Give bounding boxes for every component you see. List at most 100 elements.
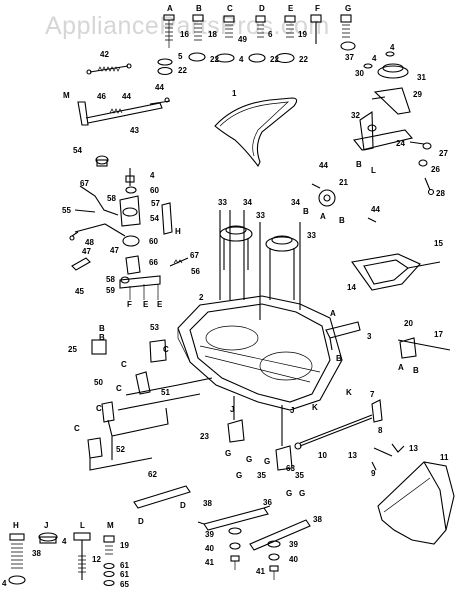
- ref-c-1: C: [163, 345, 169, 354]
- callout-22c: 22: [270, 55, 279, 64]
- blade-hardware-right: 39 40 41: [256, 540, 298, 580]
- ref-c-3: C: [116, 384, 122, 393]
- callout-29: 29: [413, 90, 422, 99]
- callout-26: 26: [431, 165, 440, 174]
- ref-b-3: B: [339, 216, 345, 225]
- callout-36: 36: [263, 498, 272, 507]
- callout-4b: 4: [390, 43, 395, 52]
- callout-22b: 22: [210, 55, 219, 64]
- callout-28: 28: [436, 189, 445, 198]
- hardware-letter-c: C: [227, 4, 233, 13]
- ref-l-1: L: [371, 166, 376, 175]
- ref-c-5: C: [74, 424, 80, 433]
- nut-22: [157, 66, 173, 76]
- callout-55: 55: [62, 206, 71, 215]
- ref-g-5: G: [286, 489, 292, 498]
- rear-bracket-14: 15 14: [347, 239, 443, 292]
- callout-48: 48: [85, 238, 94, 247]
- legend-letter-h: H: [13, 521, 19, 530]
- callout-19: 19: [298, 30, 307, 39]
- blade-right-38: 38: [249, 515, 322, 551]
- callout-12: 12: [92, 555, 101, 564]
- callout-43: 43: [130, 126, 139, 135]
- callout-4c: 4: [372, 54, 377, 63]
- lift-rod-17: 20 17 A B: [397, 319, 451, 375]
- right-rod-hardware: 10 63 7 8 13 13 9: [286, 390, 418, 478]
- callout-38a: 38: [203, 499, 212, 508]
- spindle-assembly-right: 33 34 33: [256, 198, 316, 320]
- bolt-e: [284, 15, 296, 38]
- hardware-letter-f: F: [315, 4, 320, 13]
- hardware-letter-g: G: [345, 4, 351, 13]
- idler-bracket-assembly: 4 4 30 31 29 32 24 27 26 28 B L: [351, 43, 448, 198]
- callout-44b: 44: [155, 83, 164, 92]
- nut-37: [340, 41, 356, 51]
- callout-13b: 13: [409, 444, 418, 453]
- callout-5: 5: [178, 52, 183, 61]
- callout-44d: 44: [371, 205, 380, 214]
- callout-4f: 4: [62, 537, 67, 546]
- callout-58b: 58: [106, 275, 115, 284]
- callout-46: 46: [97, 92, 106, 101]
- callout-54a: 54: [73, 146, 82, 155]
- callout-38b: 38: [313, 515, 322, 524]
- left-bracket-set: B B 25 53 C C 51 50 C C C 52: [68, 323, 213, 471]
- callout-11: 11: [440, 453, 449, 462]
- callout-39a: 39: [205, 530, 214, 539]
- ref-a-2: A: [330, 309, 336, 318]
- ref-e-2: E: [157, 300, 163, 309]
- hardware-row: A B C D E F G: [157, 4, 356, 76]
- ref-g-4: G: [264, 457, 270, 466]
- callout-1: 1: [232, 89, 237, 98]
- blade-hardware-left: 39 40 41: [205, 527, 242, 570]
- callout-65: 65: [120, 580, 129, 589]
- callout-38c: 38: [32, 549, 41, 558]
- callout-40b: 40: [289, 555, 298, 564]
- callout-19b: 19: [120, 541, 129, 550]
- callout-53: 53: [150, 323, 159, 332]
- mower-deck-housing-2: 2 J J K K: [177, 293, 352, 415]
- ref-b-5: B: [413, 366, 419, 375]
- ref-d-2: D: [180, 501, 186, 510]
- callout-2: 2: [199, 293, 204, 302]
- callout-22a: 22: [178, 66, 187, 75]
- callout-8: 8: [378, 426, 383, 435]
- ref-k-1: K: [312, 403, 318, 412]
- callout-27: 27: [439, 149, 448, 158]
- bottom-hardware-legend: H 38 4 J 4 L 12 M 19 61 61 65: [2, 521, 129, 589]
- callout-4d: 4: [150, 171, 155, 180]
- callout-4e: 4: [2, 579, 7, 588]
- callout-23: 23: [200, 432, 209, 441]
- legend-letter-m: M: [107, 521, 114, 530]
- callout-3: 3: [367, 332, 372, 341]
- ref-b-7: B: [99, 333, 105, 342]
- callout-37: 37: [345, 53, 354, 62]
- ref-g-1: G: [225, 449, 231, 458]
- ref-b-4: B: [336, 354, 342, 363]
- callout-25: 25: [68, 345, 77, 354]
- callout-45: 45: [75, 287, 84, 296]
- ref-c-2: C: [121, 360, 127, 369]
- callout-30: 30: [355, 69, 364, 78]
- ref-j-2: J: [290, 406, 294, 415]
- legend-letter-l: L: [80, 521, 85, 530]
- ref-k-2: K: [346, 388, 352, 397]
- callout-56: 56: [191, 267, 200, 276]
- callout-17: 17: [434, 330, 443, 339]
- blade-left-38: 38: [197, 499, 271, 531]
- callout-14: 14: [347, 283, 356, 292]
- callout-60b: 60: [149, 237, 158, 246]
- hardware-letter-e: E: [288, 4, 294, 13]
- discharge-chute-11: 11: [377, 453, 455, 545]
- idler-pulley-21: 44 21 B A B 44: [303, 161, 380, 225]
- nut-c: [215, 53, 235, 63]
- baffle-62: 62 D D: [133, 470, 191, 526]
- callout-31: 31: [417, 73, 426, 82]
- callout-49: 49: [238, 35, 247, 44]
- callout-62: 62: [148, 470, 157, 479]
- callout-58a: 58: [107, 194, 116, 203]
- callout-50: 50: [94, 378, 103, 387]
- ref-g-6: G: [299, 489, 305, 498]
- drive-belt-1: 1: [214, 89, 298, 168]
- callout-15: 15: [434, 239, 443, 248]
